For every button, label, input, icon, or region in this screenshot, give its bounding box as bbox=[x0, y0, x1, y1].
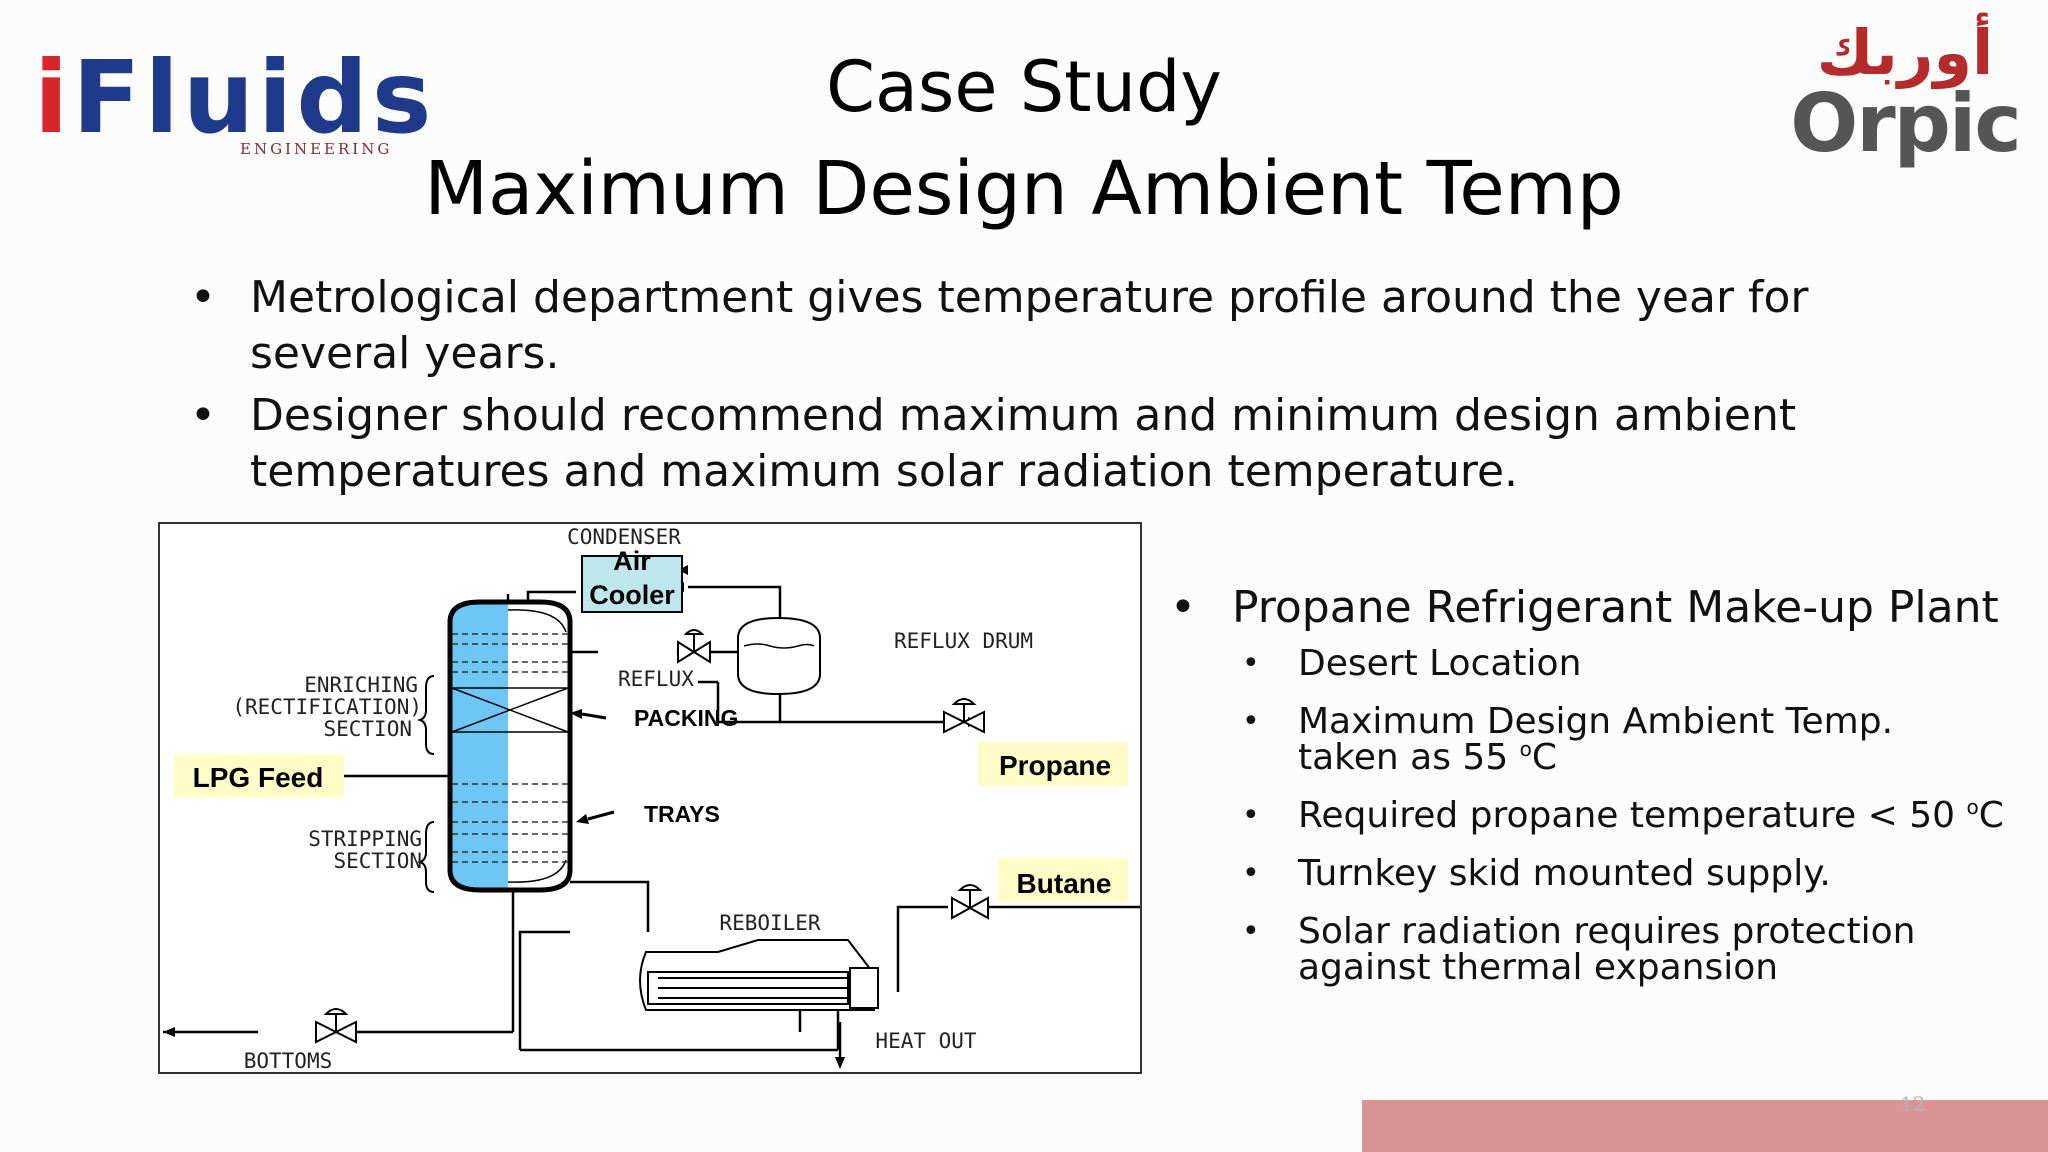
main-bullet-2: Designer should recommend maximum and mi… bbox=[190, 388, 1910, 500]
footer-bar bbox=[1362, 1100, 2048, 1152]
solar-line1: Solar radiation requires protection bbox=[1298, 911, 1916, 952]
butane-label: Butane bbox=[1017, 868, 1112, 899]
orpic-logo: أوربك Orpic bbox=[1780, 22, 2030, 182]
valves bbox=[315, 629, 989, 1044]
air-cooler-label-1: Air bbox=[613, 546, 651, 576]
plant-item-required: Required propane temperature < 50 oC bbox=[1170, 795, 2030, 836]
max-temp-line2: taken as 55 bbox=[1298, 737, 1509, 778]
packing-section bbox=[451, 687, 569, 733]
distillation-column bbox=[447, 599, 573, 893]
reflux-label: REFLUX bbox=[618, 667, 694, 691]
enriching-label-2: (RECTIFICATION) bbox=[232, 695, 422, 719]
reboiler-label: REBOILER bbox=[719, 911, 821, 935]
plant-item-turnkey: Turnkey skid mounted supply. bbox=[1170, 856, 2030, 893]
main-bullet-list: Metrological department gives temperatur… bbox=[190, 270, 1910, 506]
orpic-logo-arabic: أوربك bbox=[1816, 16, 1994, 89]
plant-heading: Propane Refrigerant Make-up Plant bbox=[1170, 580, 2030, 636]
slide-title-line1: Case Study bbox=[826, 46, 1222, 128]
pointer-lines bbox=[581, 712, 615, 821]
reboiler bbox=[639, 939, 879, 1011]
plant-bullet-list: Desert Location Maximum Design Ambient T… bbox=[1170, 646, 2030, 986]
enriching-label-1: ENRICHING bbox=[304, 673, 418, 697]
logo-rest: Fluids bbox=[72, 39, 436, 156]
page-number: 12 bbox=[1900, 1092, 1926, 1116]
plant-item-max-temp: Maximum Design Ambient Temp. taken as 55… bbox=[1170, 704, 2030, 776]
orpic-logo-text: Orpic bbox=[1790, 77, 2022, 170]
stripping-label-2: SECTION bbox=[333, 849, 422, 873]
bottoms-label: BOTTOMS bbox=[244, 1049, 333, 1073]
propane-label: Propane bbox=[999, 750, 1111, 781]
reflux-drum-label: REFLUX DRUM bbox=[894, 629, 1033, 653]
section-braces bbox=[416, 675, 435, 893]
lpg-feed-bg bbox=[174, 754, 344, 798]
packing-label: PACKING bbox=[634, 705, 738, 731]
solar-line2: against thermal expansion bbox=[1298, 947, 1779, 988]
enriching-label-3: SECTION bbox=[323, 717, 412, 741]
distillation-diagram: CONDENSER REFLUX DRUM REFLUX ENRICHING (… bbox=[158, 522, 1142, 1074]
main-bullet-1: Metrological department gives temperatur… bbox=[190, 270, 1910, 382]
air-cooler-label-2: Cooler bbox=[589, 580, 675, 610]
air-cooler-box bbox=[581, 555, 683, 613]
logo-i: i bbox=[34, 39, 73, 156]
heat-out-label: HEAT OUT bbox=[875, 1029, 977, 1053]
trays-label: TRAYS bbox=[644, 801, 720, 827]
propane-bg bbox=[978, 742, 1128, 786]
max-temp-line1: Maximum Design Ambient Temp. bbox=[1298, 701, 1894, 742]
unit-c: C bbox=[1531, 737, 1558, 778]
butane-bg bbox=[998, 858, 1128, 902]
column-shell bbox=[447, 599, 573, 893]
slide-title-line2: Maximum Design Ambient Temp bbox=[424, 146, 1624, 232]
plant-item-solar: Solar radiation requires protection agai… bbox=[1170, 914, 2030, 986]
plant-section: Propane Refrigerant Make-up Plant Desert… bbox=[1170, 580, 2030, 1008]
unit-c-2: C bbox=[1978, 795, 2004, 836]
condenser-label: CONDENSER bbox=[567, 525, 681, 549]
degree-sup: o bbox=[1519, 737, 1532, 761]
lpg-feed-label: LPG Feed bbox=[193, 762, 324, 793]
stripping-label-1: STRIPPING bbox=[308, 827, 422, 851]
ifluids-logo: iFluids ENGINEERING bbox=[34, 48, 431, 168]
degree-sup-2: o bbox=[1966, 795, 1979, 819]
ifluids-logo-text: iFluids bbox=[34, 48, 435, 148]
ifluids-logo-sub: ENGINEERING bbox=[240, 140, 393, 158]
plant-item-desert: Desert Location bbox=[1170, 646, 2030, 683]
reflux-drum bbox=[737, 616, 821, 696]
